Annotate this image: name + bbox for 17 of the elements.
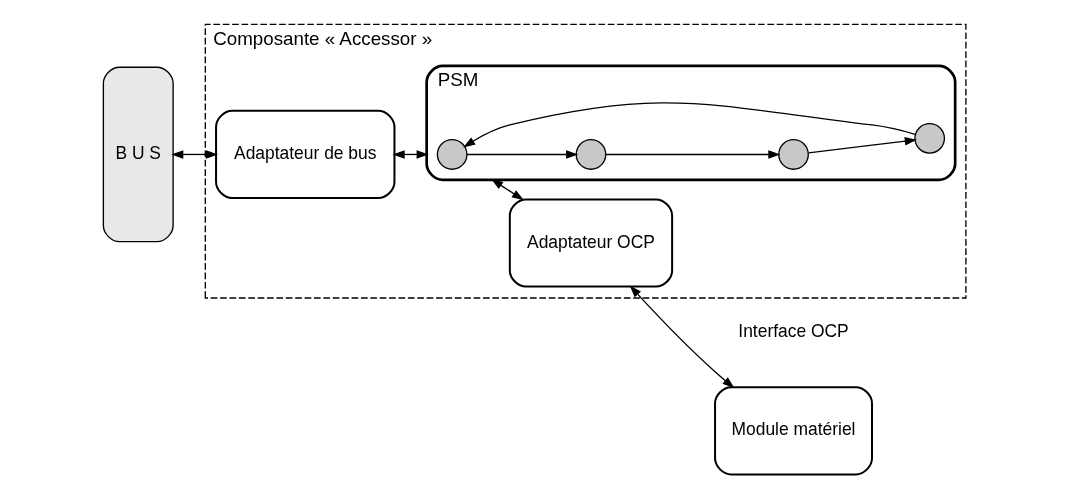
node-circle <box>913 122 945 154</box>
arrow <box>462 102 916 148</box>
arrow <box>629 285 734 389</box>
node-circle <box>777 139 809 170</box>
arrow <box>465 150 578 159</box>
node-box: Adaptateur OCP <box>508 198 673 288</box>
node-circle <box>436 139 468 170</box>
node-circle <box>575 139 606 170</box>
arrow <box>170 150 218 159</box>
label: Interface OCP <box>737 321 849 342</box>
node-box: Module matériel <box>713 386 873 476</box>
node-box: B U S <box>102 66 174 243</box>
node-box: Adaptateur de bus <box>214 109 395 200</box>
arrow <box>490 178 524 201</box>
arrow <box>604 150 780 159</box>
arrow <box>807 137 917 154</box>
cluster: PSM <box>424 64 956 182</box>
